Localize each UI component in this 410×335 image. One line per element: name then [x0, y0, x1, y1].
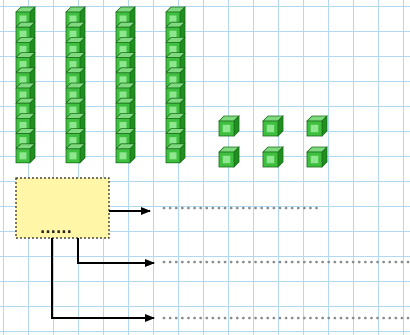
- ones-cube: [218, 115, 240, 137]
- ones-cube: [306, 146, 328, 168]
- arrow-3: [51, 238, 155, 322]
- unit-cube: [15, 6, 36, 27]
- unit-cube: [115, 127, 136, 149]
- ones-cube: [218, 146, 240, 168]
- ones-cube: [306, 115, 328, 137]
- unit-cube: [15, 66, 36, 88]
- unit-cube: [115, 6, 136, 27]
- unit-cube: [15, 112, 36, 134]
- unit-cube: [15, 127, 36, 149]
- unit-cube: [15, 142, 36, 164]
- ones-cube: [262, 146, 284, 168]
- unit-cube: [15, 82, 36, 103]
- arrow-2: [77, 238, 155, 267]
- unit-cube: [165, 36, 186, 58]
- unit-cube: [65, 142, 86, 164]
- unit-cube: [115, 82, 136, 103]
- unit-cube: [115, 21, 136, 43]
- answer-box[interactable]: ......: [15, 177, 110, 239]
- tens-rods-group: [15, 6, 186, 164]
- answer-box-blank: ......: [40, 221, 72, 237]
- unit-cube: [165, 51, 186, 73]
- unit-cube: [165, 66, 186, 88]
- tens-rod: [65, 6, 86, 164]
- connectors: [51, 207, 155, 322]
- answer-lines: [162, 206, 410, 320]
- tens-rod: [165, 6, 186, 164]
- tens-rod: [15, 6, 36, 164]
- ones-cubes-group: [218, 115, 328, 168]
- unit-cube: [165, 21, 186, 43]
- unit-cube: [165, 142, 186, 164]
- tens-rod: [115, 6, 136, 164]
- ones-cube: [262, 115, 284, 137]
- unit-cube: [115, 142, 136, 164]
